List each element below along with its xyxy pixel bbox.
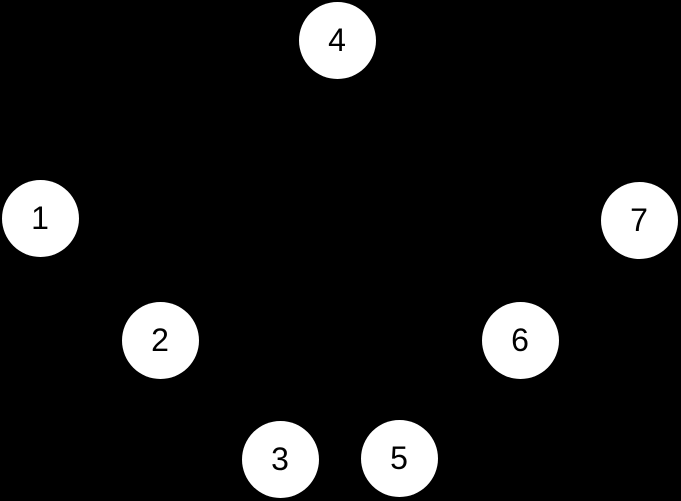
graph-node-2: 2 <box>121 301 199 379</box>
node-label: 2 <box>151 322 169 358</box>
node-label: 1 <box>31 200 49 236</box>
graph-node-7: 7 <box>600 181 678 259</box>
node-label: 7 <box>630 202 648 238</box>
graph-node-5: 5 <box>360 419 438 497</box>
node-label: 4 <box>328 22 346 58</box>
graph-node-3: 3 <box>241 420 319 498</box>
node-label: 5 <box>390 440 408 476</box>
graph-node-4: 4 <box>298 1 376 79</box>
graph-node-1: 1 <box>1 179 79 257</box>
node-label: 6 <box>511 322 529 358</box>
graph-node-6: 6 <box>481 301 559 379</box>
node-label: 3 <box>271 441 289 477</box>
